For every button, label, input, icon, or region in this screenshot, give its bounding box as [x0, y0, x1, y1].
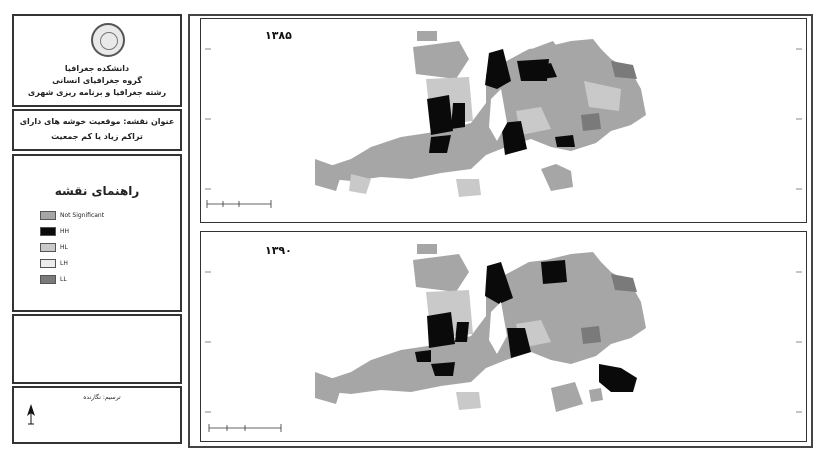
legend-swatch: [40, 226, 56, 236]
map-1385-year: ۱۳۸۵: [265, 29, 292, 42]
legend-swatch: [40, 210, 56, 220]
legend-label: LL: [60, 275, 67, 283]
map-1390-year: ۱۳۹۰: [265, 244, 292, 257]
scalebar-1390: [208, 424, 282, 432]
map-1390-frame: ۱۳۹۰: [200, 231, 807, 442]
legend-swatch: [40, 258, 56, 268]
legend-label: Not Significant: [60, 211, 105, 219]
credits-label: ترسیم: نگارنده: [83, 394, 121, 401]
legend-label: HL: [60, 243, 68, 251]
legend-item: LL: [40, 274, 67, 284]
legend-item: HL: [40, 242, 68, 252]
map-1385-city: [205, 31, 802, 208]
department-name: گروه جغرافیای انسانی: [52, 76, 142, 85]
map-title-line-2: تراکم زیاد یا کم جمعیت: [51, 132, 143, 141]
credits-panel: ترسیم: نگارنده: [12, 386, 182, 444]
scalebar-1385: [206, 200, 272, 208]
north-arrow-icon: [26, 404, 36, 430]
map-title-panel: عنوان نقشه: موقعیت خوشه های دارای تراکم …: [12, 109, 182, 151]
legend-label: LH: [60, 259, 68, 267]
legend-item: LH: [40, 258, 68, 268]
program-name: رشته جغرافیا و برنامه ریزی شهری: [27, 88, 167, 97]
blank-panel: [12, 314, 182, 384]
legend-swatch: [40, 274, 56, 284]
map-title-line-1: عنوان نقشه: موقعیت خوشه های دارای: [19, 117, 175, 126]
header-panel: دانشکده جغرافیا گروه جغرافیای انسانی رشت…: [12, 14, 182, 107]
map-1385-frame: ۱۳۸۵: [200, 18, 807, 223]
university-seal-icon: [91, 23, 125, 57]
legend-item: Not Significant: [40, 210, 104, 220]
legend-title: راهنمای نقشه: [54, 184, 140, 198]
faculty-name: دانشکده جغرافیا: [64, 64, 130, 73]
legend-label: HH: [60, 227, 70, 235]
legend-swatch: [40, 242, 56, 252]
map-1390-city: [205, 244, 802, 432]
legend-item: HH: [40, 226, 69, 236]
